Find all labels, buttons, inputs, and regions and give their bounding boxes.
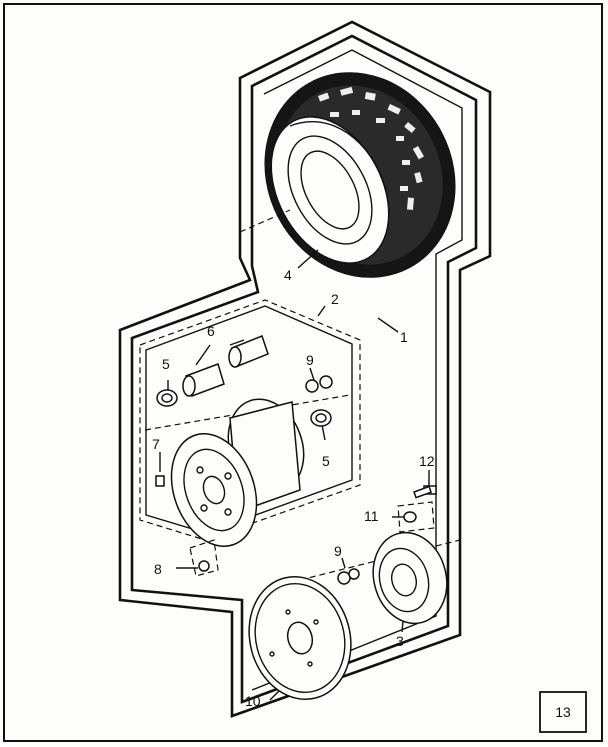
callout-9-upper: 9 [306,352,314,368]
bearing-left [156,389,178,407]
brake-hub [372,531,448,625]
page-frame [3,3,603,742]
callout-labels: 1 2 3 4 5 5 6 7 8 9 9 10 11 12 [152,267,435,709]
callout-7: 7 [152,436,160,452]
callout-5-right: 5 [322,453,330,469]
valve-stem [155,475,165,487]
hub-kit-outline-inner [145,305,353,534]
valve-cap [189,539,219,577]
callout-2: 2 [331,291,339,307]
callout-11: 11 [364,508,379,524]
spacer-tubes [182,335,269,397]
callout-1: 1 [400,329,408,345]
callout-12: 12 [419,453,435,469]
tire [264,72,456,278]
page-number-box: 13 [539,691,587,733]
callout-9-lower: 9 [334,543,342,559]
bolt [413,485,437,499]
callout-5-left: 5 [162,356,170,372]
hub-kit-outline [139,299,361,541]
bearing-right [310,409,332,427]
callout-3: 3 [396,633,404,649]
wheel-rim [170,398,305,547]
callout-8: 8 [154,561,162,577]
drive-disc [248,575,352,701]
callout-4: 4 [284,267,292,283]
nuts-lower [337,568,360,585]
callout-6: 6 [207,323,215,339]
page-number: 13 [555,704,571,720]
washer [397,501,435,533]
assembly-outline [118,20,492,718]
nuts-upper [305,375,333,393]
callout-10: 10 [245,693,261,709]
